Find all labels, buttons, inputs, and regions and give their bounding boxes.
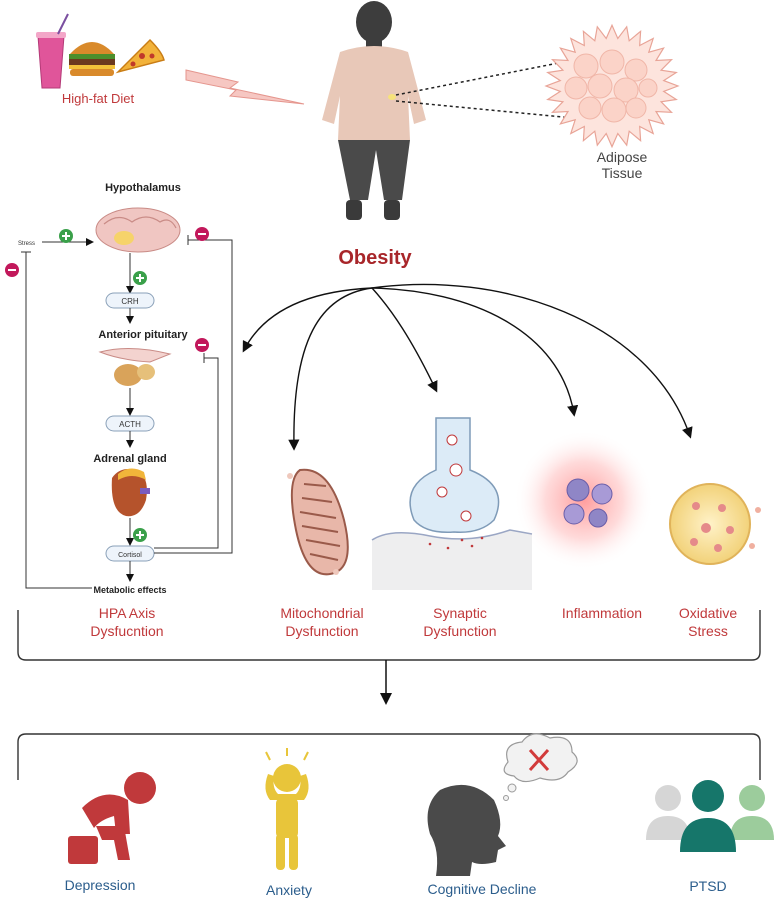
- inflammation-cells-icon: [514, 430, 654, 570]
- adipose-label-line2: Tissue: [602, 165, 643, 181]
- outcomes-bracket: [17, 733, 761, 780]
- burger-icon: [69, 42, 115, 76]
- minus-badge: [195, 338, 209, 352]
- pituitary-icon: [98, 347, 172, 386]
- mechanism-mito-line2: Dysfunction: [285, 623, 358, 639]
- diet-arrow: [185, 69, 305, 105]
- plus-badge: [59, 229, 73, 243]
- minus-badge: [195, 227, 209, 241]
- oxidative-cell-icon: [669, 483, 761, 565]
- mitochondrion-icon: [287, 468, 349, 576]
- milkshake-icon: [36, 13, 69, 89]
- cognitive-decline-icon: [427, 733, 578, 876]
- hpa-adrenal-gland: Adrenal gland: [93, 453, 166, 465]
- pizza-icon: [115, 38, 165, 74]
- adrenal-gland-icon: [111, 468, 150, 517]
- obesity-label: Obesity: [338, 247, 412, 269]
- hpa-cortisol: Cortisol: [118, 552, 142, 559]
- hpa-crh: CRH: [121, 297, 139, 306]
- hpa-feedback-lines: [21, 235, 233, 589]
- outcome-anxiety: Anxiety: [266, 882, 312, 898]
- mechanism-synaptic-line2: Dysfunction: [423, 623, 496, 639]
- hpa-hypothalamus: Hypothalamus: [105, 182, 181, 194]
- mechanism-hpa-line2: Dysfucntion: [90, 623, 163, 639]
- depression-icon: [68, 772, 156, 864]
- mechanism-oxidative-line1: Oxidative: [679, 605, 738, 621]
- brain-icon: [95, 207, 181, 253]
- mechanism-inflammation: Inflammation: [562, 605, 642, 621]
- outcome-ptsd: PTSD: [689, 878, 726, 894]
- person-icon: [322, 1, 426, 220]
- plus-badge: [133, 271, 147, 285]
- mechanism-oxidative-line2: Stress: [688, 623, 728, 639]
- mechanism-synaptic-line1: Synaptic: [433, 605, 487, 621]
- outcome-cognitive-decline: Cognitive Decline: [428, 881, 537, 897]
- hpa-acth: ACTH: [119, 420, 141, 429]
- mechanism-mito-line1: Mitochondrial: [280, 605, 363, 621]
- mechanisms-bracket: [17, 610, 761, 661]
- minus-badge: [5, 263, 19, 277]
- anxiety-icon: [265, 748, 309, 870]
- hpa-metabolic-effects: Metabolic effects: [93, 585, 166, 595]
- outcome-depression: Depression: [65, 877, 136, 893]
- adipose-label-line1: Adipose: [597, 149, 648, 165]
- diet-label: High-fat Diet: [62, 91, 135, 106]
- mechanism-hpa-line1: HPA Axis: [99, 605, 156, 621]
- adipose-cell-icon: [544, 23, 680, 149]
- hpa-anterior-pituitary: Anterior pituitary: [98, 329, 188, 341]
- obesity-arrows: [242, 283, 693, 451]
- synapse-icon: [371, 417, 533, 590]
- plus-badge: [133, 528, 147, 542]
- ptsd-group-icon: [646, 780, 774, 852]
- hpa-stress: Stress: [18, 241, 35, 247]
